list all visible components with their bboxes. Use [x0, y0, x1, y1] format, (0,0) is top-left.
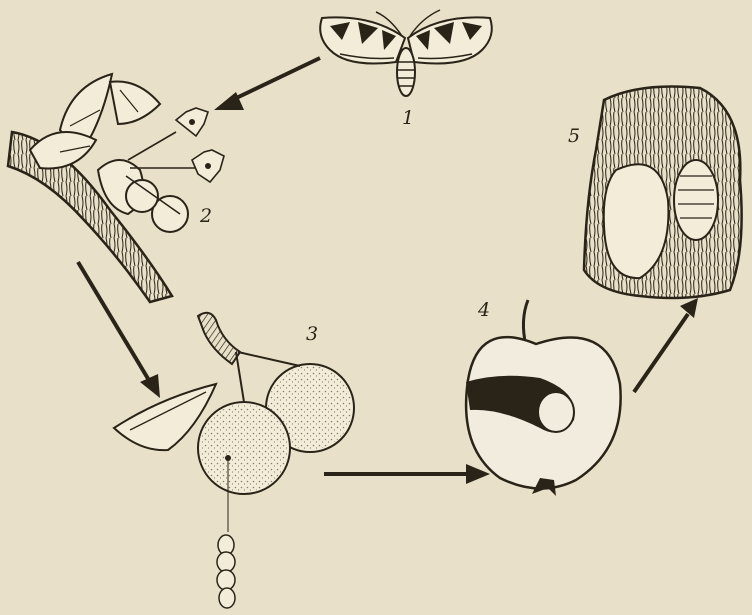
bark-cocoon-illustration	[584, 87, 742, 299]
stage-label-5: 5	[568, 125, 580, 147]
stage-label-4: 4	[477, 299, 490, 321]
stage-label-1: 1	[402, 107, 414, 129]
stage-label-3: 3	[306, 323, 318, 345]
stage-label-2: 2	[199, 205, 212, 227]
